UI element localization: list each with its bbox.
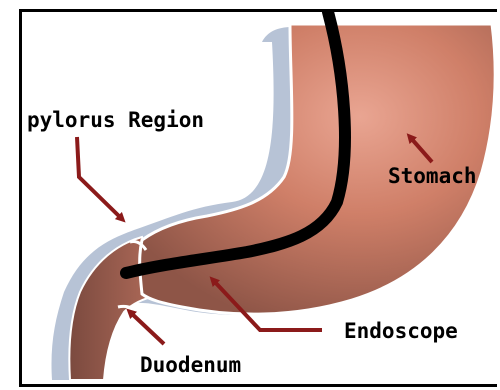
duodenum-label: Duodenum bbox=[140, 355, 241, 376]
stomach-label: Stomach bbox=[388, 166, 477, 187]
diagram-frame: pylorus Region Stomach Endoscope Duodenu… bbox=[19, 9, 497, 387]
pylorus-arrow bbox=[77, 137, 122, 219]
pylorus-region-label: pylorus Region bbox=[27, 110, 204, 131]
endoscope-label: Endoscope bbox=[344, 321, 458, 342]
duodenum-arrow bbox=[130, 312, 164, 344]
